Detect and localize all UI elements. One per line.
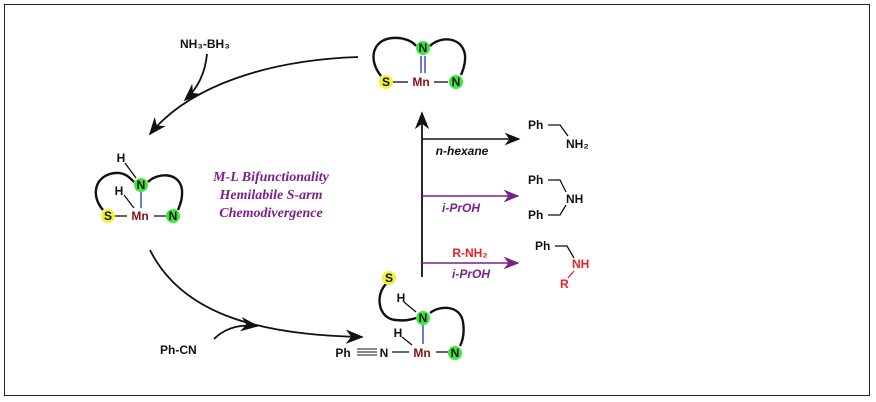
svg-text:NH₂: NH₂ <box>566 137 589 151</box>
svg-text:NH: NH <box>572 257 589 271</box>
arrow-left-to-bottom <box>149 249 364 344</box>
condition-ipr-1: i-PrOH <box>442 201 480 215</box>
figure-border <box>4 4 870 396</box>
reagent-ammonia-borane: NH₃-BH₃ <box>180 37 230 51</box>
svg-text:Ph: Ph <box>528 208 543 222</box>
product-secondary-amine: Ph NH Ph <box>528 173 583 222</box>
svg-text:Mn: Mn <box>131 209 148 223</box>
svg-text:Mn: Mn <box>412 75 429 89</box>
product-primary-amine: Ph NH₂ <box>528 118 589 151</box>
complex-top-imine: N S Mn N <box>372 36 467 89</box>
arrow-top-to-left <box>148 56 359 136</box>
svg-text:R: R <box>560 277 569 291</box>
complex-bottom-nitrile: S H N H Ph N Mn N <box>335 271 465 360</box>
reagent-benzonitrile: Ph-CN <box>160 343 197 357</box>
svg-text:H: H <box>394 326 403 340</box>
svg-text:Ph: Ph <box>528 118 543 132</box>
svg-text:NH: NH <box>566 192 583 206</box>
svg-text:N: N <box>380 346 389 360</box>
complex-left-hydride: H N H S Mn N <box>94 151 184 223</box>
svg-text:H: H <box>115 184 124 198</box>
svg-text:Ph: Ph <box>535 239 550 253</box>
motto-line-1: M-L Bifunctionality <box>212 170 330 185</box>
svg-text:Ph: Ph <box>335 346 350 360</box>
condition-amine: R-NH₂ <box>452 246 487 260</box>
svg-text:N: N <box>452 75 461 89</box>
svg-text:N: N <box>169 209 178 223</box>
arrow-phcn-entry <box>213 316 259 340</box>
svg-text:S: S <box>382 75 390 89</box>
svg-text:N: N <box>451 346 460 360</box>
svg-text:H: H <box>397 291 406 305</box>
svg-text:Ph: Ph <box>528 173 543 187</box>
svg-text:N: N <box>137 178 146 192</box>
svg-text:N: N <box>419 311 428 325</box>
svg-text:S: S <box>104 209 112 223</box>
condition-ipr-2: i-PrOH <box>452 267 490 281</box>
svg-text:S: S <box>385 271 393 285</box>
condition-hexane: n-hexane <box>436 144 489 158</box>
arrow-nh3bh3-entry <box>183 53 208 102</box>
motto-line-2: Hemilabile S-arm <box>218 188 322 203</box>
svg-text:Mn: Mn <box>413 346 430 360</box>
svg-text:N: N <box>419 41 428 55</box>
motto-line-3: Chemodivergence <box>219 206 322 221</box>
product-unsymmetrical-amine: Ph NH R <box>535 239 589 291</box>
svg-text:H: H <box>117 151 126 165</box>
